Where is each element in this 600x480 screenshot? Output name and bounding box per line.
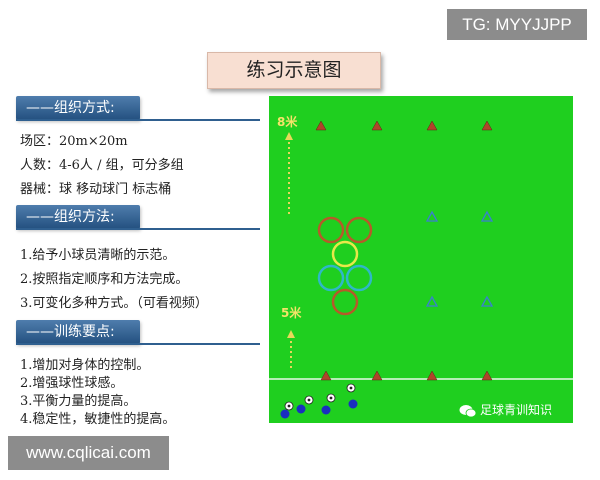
wechat-icon [459,404,477,417]
player-marker [348,399,358,409]
info-line: 3.平衡力量的提高。 [20,394,137,409]
watermark-bottom: www.cqlicai.com [8,436,169,470]
player-marker [296,404,306,414]
cone-red-marker [371,120,383,131]
player-marker [280,409,290,419]
cone-blue-marker [480,295,494,307]
cone-red-marker [426,370,438,381]
ring-orange-marker [317,216,345,244]
cone-blue-marker [425,295,439,307]
section-header-method: ——组织方法: [16,205,140,229]
info-line: 1.给予小球员清晰的示范。 [20,248,176,263]
info-line: 3.可变化多种方式。（可看视频） [20,296,208,311]
watermark-top: TG: MYYJJPP [447,9,587,40]
section-header-organization: ——组织方式: [16,96,140,120]
ball-icon-center [329,396,333,400]
info-line: 2.按照指定顺序和方法完成。 [20,272,189,287]
section-divider [16,343,260,345]
ball-icon-center [307,398,311,402]
cone-blue-marker [425,210,439,222]
info-line: 4.稳定性，敏捷性的提高。 [20,412,176,427]
section-divider [16,228,260,230]
ring-orange-marker [331,288,359,316]
cone-red-marker [371,370,383,381]
info-line: 器械：球 移动球门 标志桶 [20,182,172,197]
field-drawing [269,120,573,419]
distance-label-5m: 5米 [281,306,302,320]
info-line: 1.增加对身体的控制。 [20,358,150,373]
ring-cyan-marker [345,264,373,292]
cone-red-marker [426,120,438,131]
brand-text: 足球青训知识 [480,403,553,417]
ring-orange-marker [345,216,373,244]
ball-icon-center [287,404,291,408]
ring-yellow-marker [331,240,359,268]
ball-icon-center [349,386,353,390]
info-line: 场区：20m×20m [20,134,128,149]
cone-red-marker [481,370,493,381]
brand-label: 足球青训知识 [459,400,552,420]
info-line: 人数：4-6人 / 组，可分多组 [20,158,184,173]
cone-red-marker [481,120,493,131]
arrow-head-icon [287,330,295,338]
player-marker [321,405,331,415]
diagram-title: 练习示意图 [207,52,381,89]
arrow-head-icon [285,132,293,140]
cone-blue-marker [480,210,494,222]
cone-red-marker [315,120,327,131]
cone-red-marker [320,370,332,381]
section-header-key-points: ——训练要点: [16,320,140,344]
distance-label-8m: 8米 [277,115,298,129]
ring-cyan-marker [317,264,345,292]
info-line: 2.增强球性球感。 [20,376,124,391]
training-field: 8米 5米 [269,96,573,423]
section-divider [16,119,260,121]
